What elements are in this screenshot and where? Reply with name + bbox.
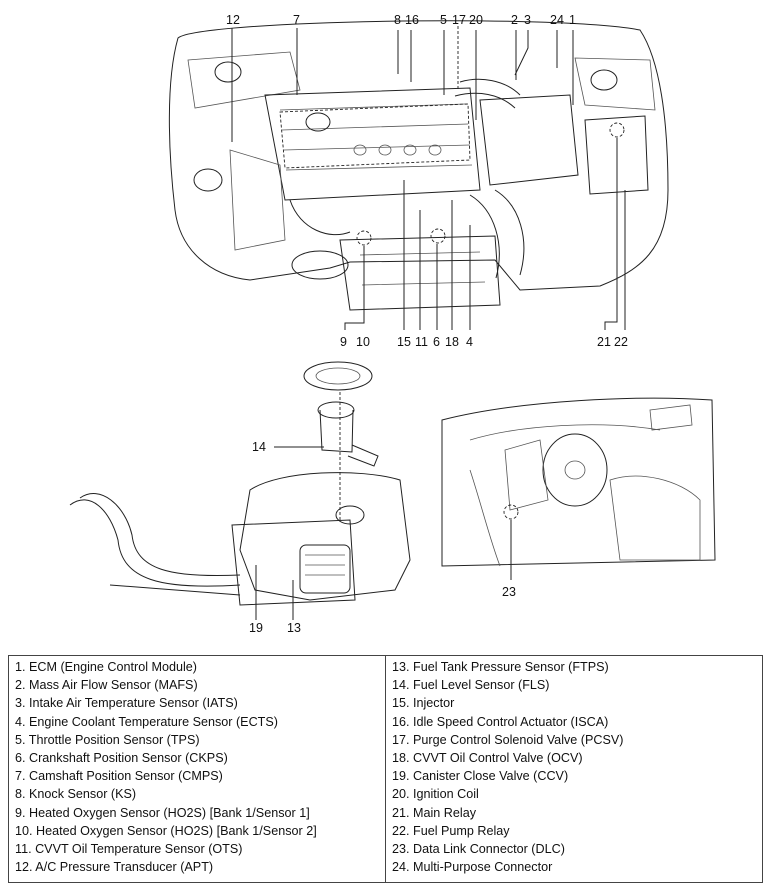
callout-23: 23 [502,585,516,599]
legend-item: 18. CVVT Oil Control Valve (OCV) [392,751,583,766]
legend-item: 8. Knock Sensor (KS) [15,787,137,802]
callout-15: 15 [397,335,411,349]
legend-item: 14. Fuel Level Sensor (FLS) [392,678,550,693]
callout-17: 17 [452,13,466,27]
callout-13: 13 [287,621,301,635]
callout-7: 7 [293,13,300,27]
legend-item: 7. Camshaft Position Sensor (CMPS) [15,769,223,784]
legend-item: 9. Heated Oxygen Sensor (HO2S) [Bank 1/S… [15,805,310,820]
fuel-tank-illustration [69,361,411,620]
legend-item: 10. Heated Oxygen Sensor (HO2S) [Bank 1/… [15,823,317,838]
callout-6: 6 [433,335,440,349]
legend-item: 16. Idle Speed Control Actuator (ISCA) [392,714,609,729]
callout-5: 5 [440,13,447,27]
engine-bay-illustration [168,20,669,330]
callout-10: 10 [356,335,370,349]
legend-item: 11. CVVT Oil Temperature Sensor (OTS) [15,842,243,857]
callout-20: 20 [469,13,483,27]
legend-item: 6. Crankshaft Position Sensor (CKPS) [15,751,228,766]
component-legend-table: 1. ECM (Engine Control Module) 2. Mass A… [8,655,763,883]
callout-11: 11 [415,335,428,349]
legend-item: 2. Mass Air Flow Sensor (MAFS) [15,678,198,693]
callout-1: 1 [569,13,576,27]
callout-22: 22 [614,335,628,349]
callout-12: 12 [226,13,240,27]
legend-item: 5. Throttle Position Sensor (TPS) [15,732,200,747]
legend-item: 12. A/C Pressure Transducer (APT) [15,860,214,875]
callout-labels: 12 7 8 16 5 17 20 2 3 24 1 9 10 15 11 6 … [226,13,628,635]
legend-column-right: 13. Fuel Tank Pressure Sensor (FTPS) 14.… [385,656,762,882]
callout-3: 3 [524,13,531,27]
callout-2: 2 [511,13,518,27]
callout-18: 18 [445,335,459,349]
legend-item: 17. Purge Control Solenoid Valve (PCSV) [392,732,624,747]
callout-4: 4 [466,335,473,349]
interior-illustration [441,397,716,580]
legend-item: 4. Engine Coolant Temperature Sensor (EC… [15,714,278,729]
legend-item: 15. Injector [392,696,455,711]
callout-24: 24 [550,13,564,27]
legend-item: 23. Data Link Connector (DLC) [392,842,565,857]
component-location-diagram: 12 7 8 16 5 17 20 2 3 24 1 9 10 15 11 6 … [69,13,716,635]
legend-item: 24. Multi-Purpose Connector [392,860,553,875]
callout-14: 14 [252,440,266,454]
legend-item: 3. Intake Air Temperature Sensor (IATS) [15,696,238,711]
legend-item: 20. Ignition Coil [392,787,479,802]
legend-item: 13. Fuel Tank Pressure Sensor (FTPS) [392,660,609,674]
callout-19: 19 [249,621,263,635]
legend-column-left: 1. ECM (Engine Control Module) 2. Mass A… [9,656,385,882]
legend-item: 19. Canister Close Valve (CCV) [392,769,569,784]
callout-8: 8 [394,13,401,27]
callout-21: 21 [597,335,611,349]
legend-item: 21. Main Relay [392,805,476,820]
callout-16: 16 [405,13,419,27]
legend-item: 1. ECM (Engine Control Module) [15,660,197,674]
callout-9: 9 [340,335,347,349]
legend-item: 22. Fuel Pump Relay [392,823,510,838]
